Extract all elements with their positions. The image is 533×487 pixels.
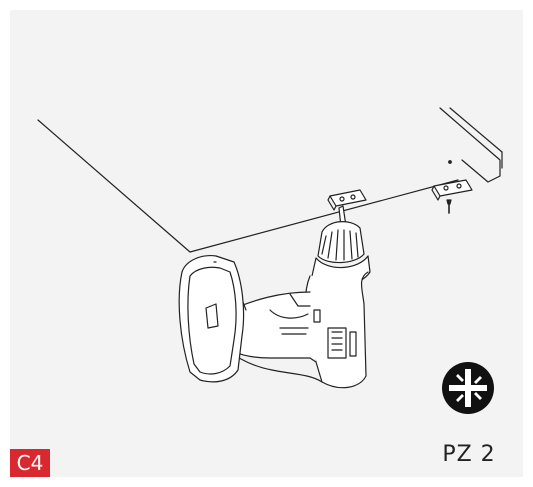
instruction-panel: PZ 2 C4 — [10, 10, 523, 477]
bit-size-label: PZ 2 — [442, 442, 496, 467]
cordless-drill-screwing-bracket-icon — [37, 107, 503, 389]
step-badge: C4 — [10, 449, 50, 477]
phillips-pozidriv-bit-icon — [442, 362, 494, 414]
